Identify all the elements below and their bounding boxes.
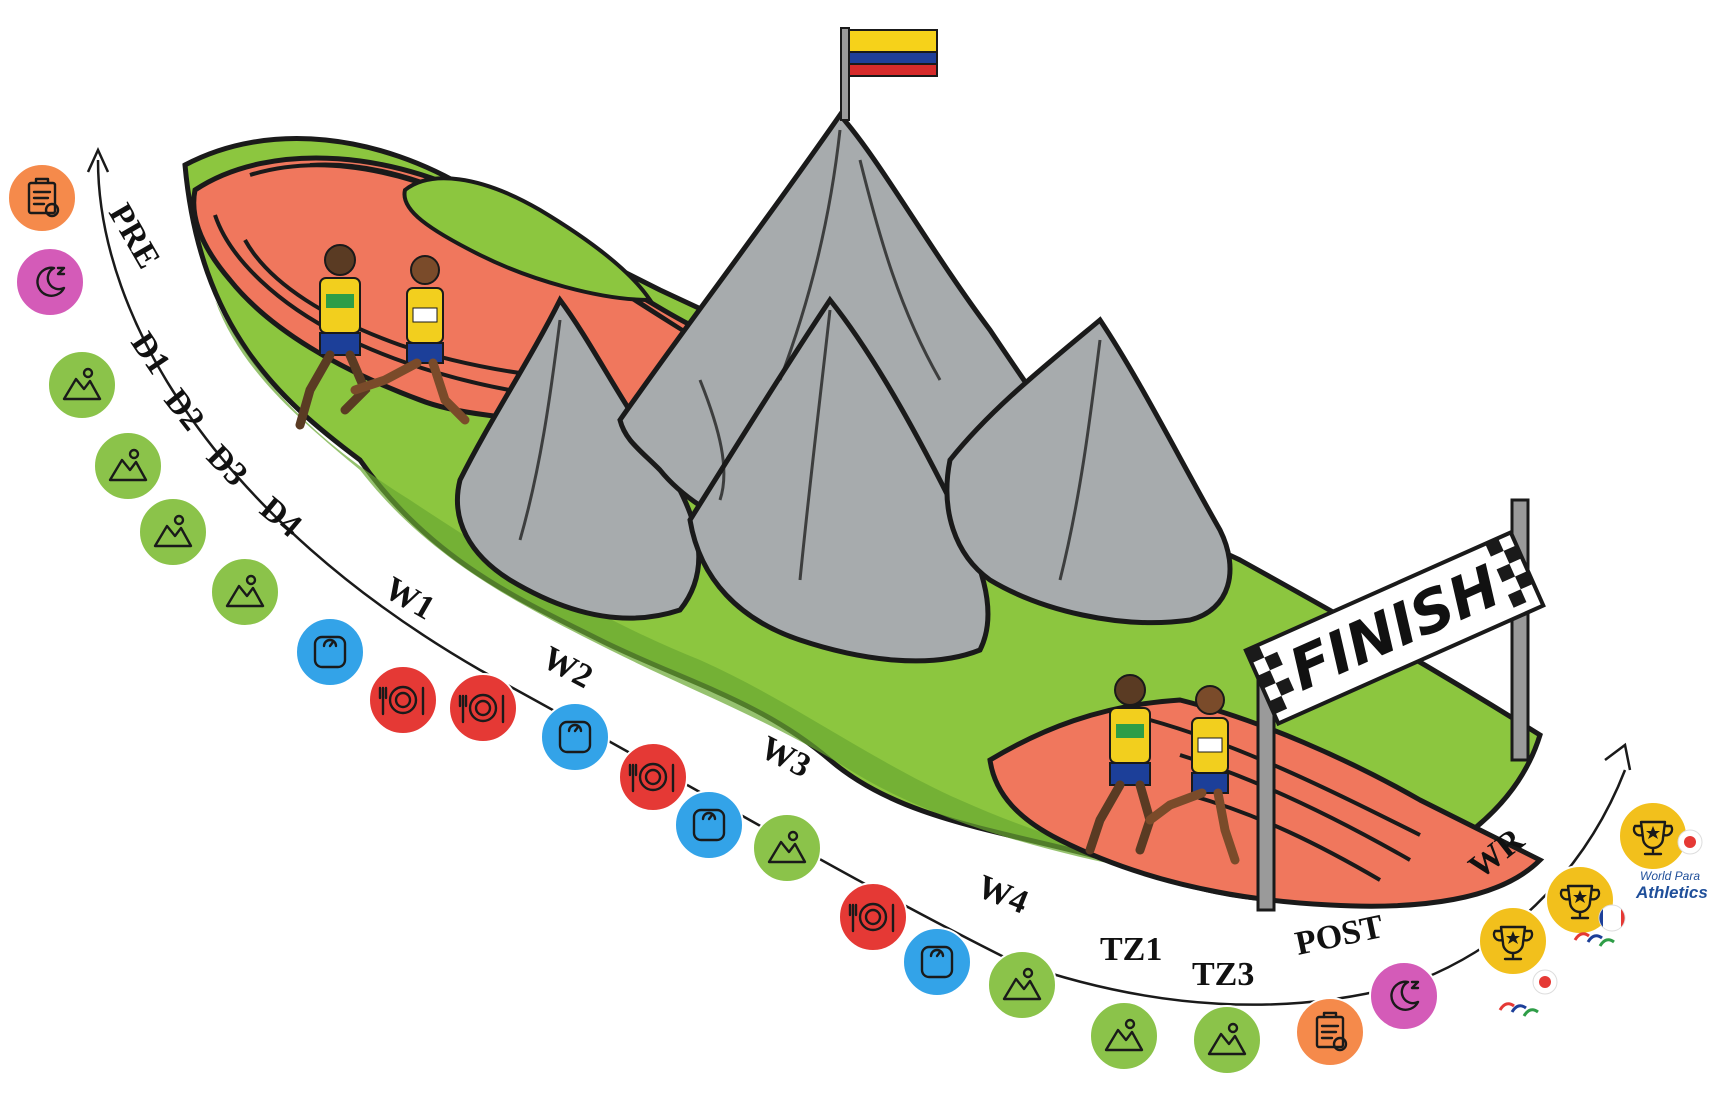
label-post: POST — [1292, 908, 1387, 963]
paralympic-agitos-icon — [1573, 932, 1615, 947]
plate-icon — [618, 742, 688, 812]
label-tz3: TZ3 — [1192, 956, 1254, 993]
label-w1: W1 — [378, 570, 441, 628]
clipboard-icon — [7, 163, 77, 233]
mountains — [454, 110, 1233, 664]
colombia-flag — [840, 27, 938, 121]
japan-flag-icon — [1677, 829, 1703, 855]
landscape: FINISH — [182, 27, 1546, 912]
mountain-icon — [1192, 1005, 1262, 1075]
mountain-icon — [210, 557, 280, 627]
france-flag-icon — [1598, 904, 1626, 932]
trophy-icon — [1545, 865, 1615, 935]
mountain-icon — [752, 813, 822, 883]
mountain-icon — [93, 431, 163, 501]
timeline-arrow-start — [86, 146, 110, 173]
scale-icon — [674, 790, 744, 860]
label-w2: W2 — [536, 639, 598, 696]
japan-flag-icon — [1532, 969, 1558, 995]
mountain-icon — [1089, 1001, 1159, 1071]
logo-line2: Athletics — [1635, 883, 1708, 902]
paralympic-agitos-icon — [1498, 1002, 1539, 1017]
plate-icon — [838, 882, 908, 952]
logo-line1: World Para — [1640, 869, 1700, 883]
label-tz1: TZ1 — [1100, 931, 1162, 968]
runners-bottom — [1085, 674, 1240, 865]
label-d1: D1 — [123, 326, 177, 381]
scale-icon — [540, 702, 610, 772]
plate-icon — [448, 673, 518, 743]
label-d2: D2 — [157, 382, 212, 438]
world-para-athletics-logo: World Para Athletics — [1635, 869, 1708, 902]
label-pre: PRE — [101, 198, 167, 275]
timeline-arrow-end — [1604, 742, 1632, 771]
timeline-icons — [7, 163, 1688, 1075]
mountain-icon — [987, 950, 1057, 1020]
clipboard-icon — [1295, 997, 1365, 1067]
scale-icon — [295, 617, 365, 687]
scale-icon — [902, 927, 972, 997]
runners-top — [295, 244, 470, 430]
trophy-icon — [1618, 801, 1688, 871]
label-w4: W4 — [972, 868, 1033, 921]
sleep-icon — [1369, 961, 1439, 1031]
mountain-right — [944, 316, 1233, 626]
plate-icon — [368, 665, 438, 735]
sleep-icon — [15, 247, 85, 317]
upper-track — [191, 155, 704, 433]
trophy-icon — [1478, 906, 1548, 976]
mountain-icon — [47, 350, 117, 420]
mountain-icon — [138, 497, 208, 567]
label-d4: D4 — [253, 490, 309, 545]
